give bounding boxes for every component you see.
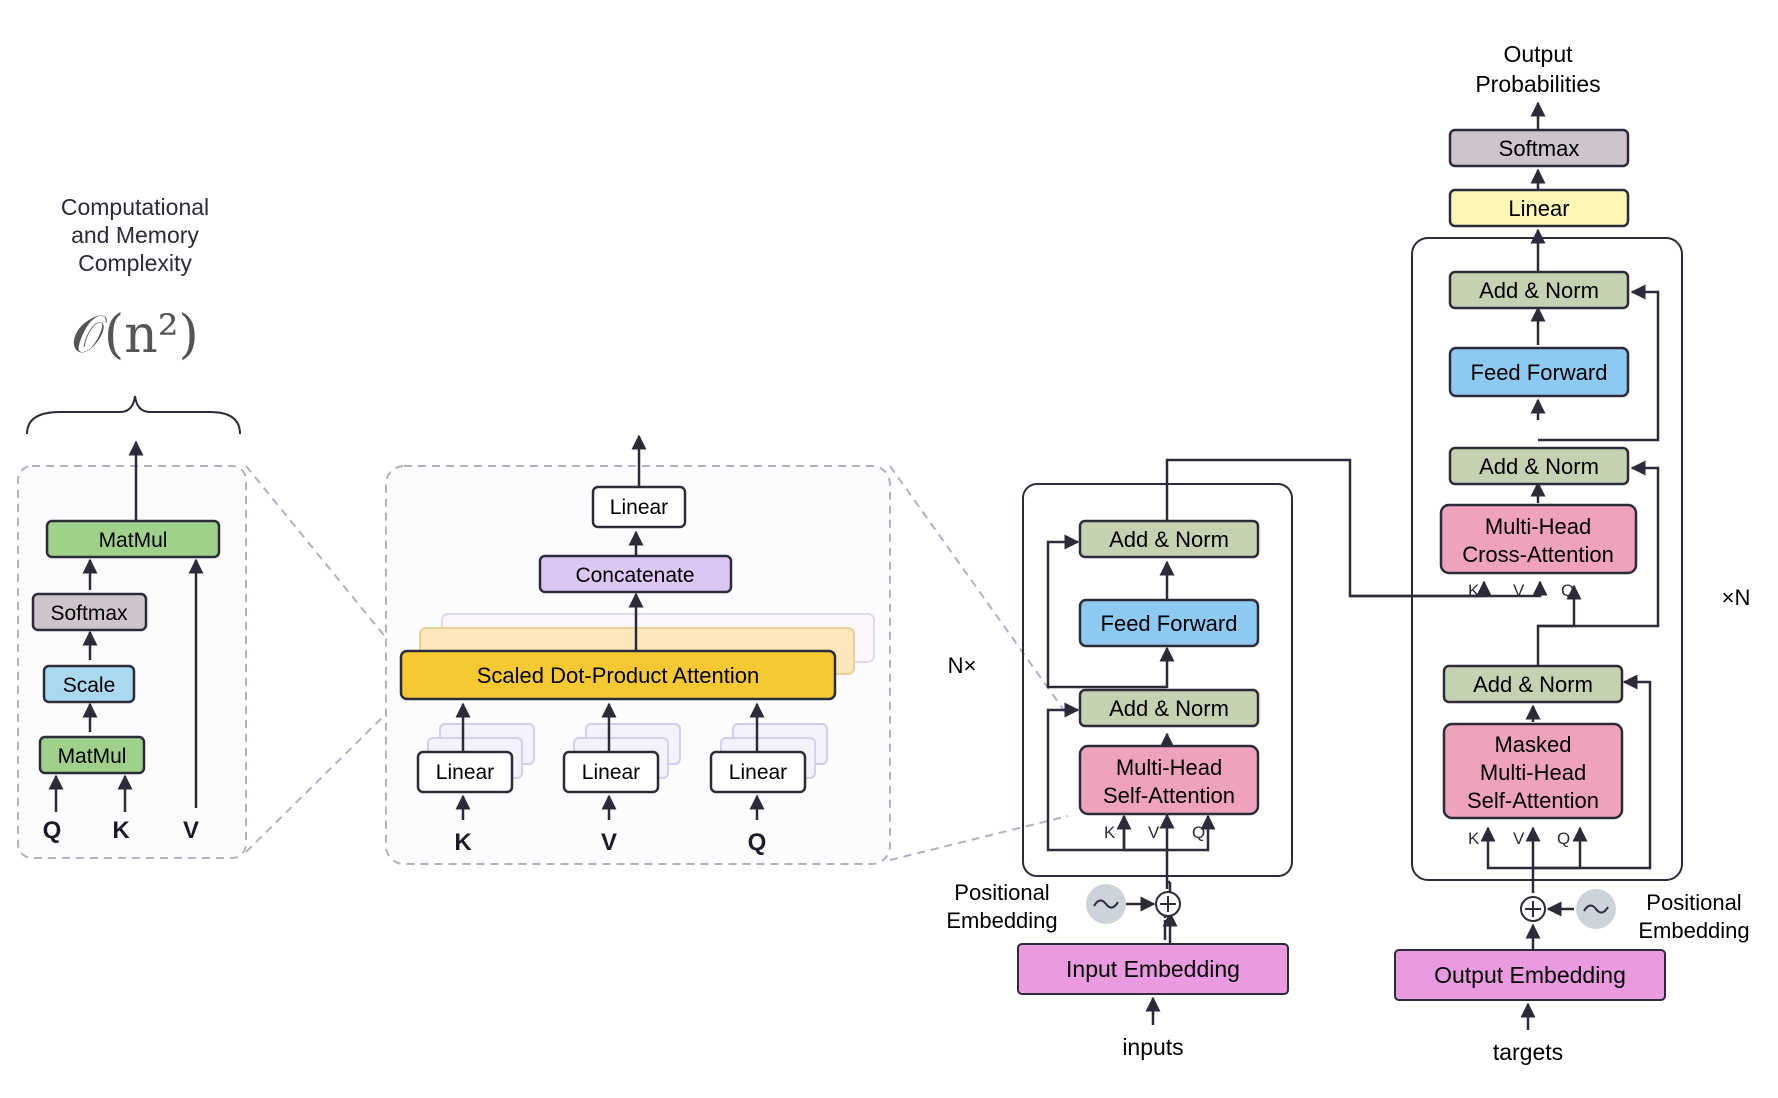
decoder-masked-q-label: Q [1557,829,1570,848]
decoder-cross-attention: Multi-Head Cross-Attention [1439,503,1638,575]
svg-text:Computational: Computational [61,194,209,220]
svg-text:Output: Output [1503,41,1573,67]
svg-text:Scaled Dot-Product Attention: Scaled Dot-Product Attention [477,663,760,688]
decoder-frame [1411,237,1683,881]
sdpa-input-v: V [183,817,199,844]
sdpa-softmax: Softmax [31,592,148,632]
decoder-repeat-label: ×N [1722,585,1751,610]
svg-text:and Memory: and Memory [71,222,199,248]
sdpa-matmul-bottom: MatMul [38,735,146,775]
mha-input-v: V [601,829,617,856]
encoder-input-label: inputs [1122,1034,1183,1060]
decoder-linear: Linear [1448,188,1630,228]
complexity-formula: 𝒪(n²) [71,305,199,365]
sdpa-scale: Scale [42,664,136,704]
decoder-add-norm-top: Add & Norm [1448,270,1630,310]
svg-text:Add & Norm: Add & Norm [1479,278,1599,303]
sdpa-input-q: Q [43,817,62,844]
encoder-positional-label: Positional Embedding [946,880,1057,933]
decoder-cross-v-label: V [1513,581,1525,600]
svg-text:Feed Forward: Feed Forward [1471,360,1608,385]
encoder-frame [1022,483,1293,877]
svg-text:Multi-Head: Multi-Head [1116,755,1222,780]
encoder-feed-forward: Feed Forward [1078,598,1260,648]
svg-text:Softmax: Softmax [1499,136,1580,161]
mha-linear-v: Linear [562,750,660,794]
decoder-masked-attention: Masked Multi-Head Self-Attention [1442,722,1624,820]
decoder-add-norm-bottom: Add & Norm [1442,664,1624,704]
encoder-k-label: K [1104,823,1116,842]
svg-text:Softmax: Softmax [50,602,128,625]
svg-text:Add & Norm: Add & Norm [1109,696,1229,721]
mha-input-q: Q [748,829,767,856]
mha-input-k: K [454,829,472,856]
encoder-positional-symbol [1086,884,1156,924]
svg-text:Input Embedding: Input Embedding [1066,956,1240,982]
encoder-self-attention: Multi-Head Self-Attention [1078,744,1260,816]
decoder-output-label: Output Probabilities [1475,41,1600,97]
encoder-add-circle [1155,891,1181,917]
svg-text:Probabilities: Probabilities [1475,71,1600,97]
decoder-masked-k-label: K [1468,829,1480,848]
svg-text:Positional: Positional [954,880,1049,905]
svg-text:MatMul: MatMul [99,529,168,552]
zoom-connector-left [245,465,401,853]
decoder-positional-label: Positional Embedding [1638,890,1749,943]
svg-text:Output Embedding: Output Embedding [1434,962,1626,988]
svg-text:Self-Attention: Self-Attention [1467,788,1599,813]
mha-linear-q: Linear [709,750,807,794]
svg-text:Add & Norm: Add & Norm [1473,672,1593,697]
svg-text:Concatenate: Concatenate [575,564,694,587]
encoder-repeat-label: N× [948,653,977,678]
svg-text:Linear: Linear [610,496,668,519]
svg-text:Scale: Scale [63,674,116,697]
svg-text:Add & Norm: Add & Norm [1109,527,1229,552]
svg-text:MatMul: MatMul [58,745,127,768]
svg-text:Embedding: Embedding [1638,918,1749,943]
zoom-connector-middle [889,465,1069,861]
mha-concatenate: Concatenate [538,554,733,594]
mha-linear-out: Linear [591,485,687,529]
encoder-input-embedding: Input Embedding [1017,943,1289,995]
mha-linear-k: Linear [416,750,514,794]
svg-text:Feed Forward: Feed Forward [1101,611,1238,636]
svg-text:Add & Norm: Add & Norm [1479,454,1599,479]
svg-text:Cross-Attention: Cross-Attention [1462,542,1614,567]
complexity-caption: Computational and Memory Complexity [61,194,209,276]
svg-text:Complexity: Complexity [78,250,192,276]
decoder-cross-q-label: Q [1561,581,1574,600]
svg-text:Linear: Linear [1508,196,1569,221]
encoder-add-norm-top: Add & Norm [1078,519,1260,559]
sdpa-matmul-top: MatMul [45,519,221,559]
encoder-add-norm-bottom: Add & Norm [1078,688,1260,728]
svg-text:Linear: Linear [436,761,494,784]
svg-text:Masked: Masked [1494,732,1571,757]
encoder-v-label: V [1148,823,1160,842]
svg-text:Multi-Head: Multi-Head [1485,514,1591,539]
decoder-feed-forward: Feed Forward [1448,346,1630,398]
decoder-cross-k-label: K [1468,581,1480,600]
svg-text:Embedding: Embedding [946,908,1057,933]
sdpa-input-k: K [112,817,130,844]
mha-attention-block: Scaled Dot-Product Attention [399,649,837,701]
complexity-brace [26,395,241,435]
decoder-target-label: targets [1493,1039,1563,1065]
decoder-add-norm-middle: Add & Norm [1448,446,1630,486]
svg-text:Linear: Linear [729,761,787,784]
svg-text:Positional: Positional [1646,890,1741,915]
svg-text:Linear: Linear [582,761,640,784]
decoder-masked-v-label: V [1513,829,1525,848]
encoder-q-label: Q [1192,823,1205,842]
decoder-add-circle [1520,896,1546,922]
svg-text:Self-Attention: Self-Attention [1103,783,1235,808]
svg-text:Multi-Head: Multi-Head [1480,760,1586,785]
decoder-softmax: Softmax [1448,128,1630,168]
decoder-output-embedding: Output Embedding [1394,949,1666,1001]
decoder-positional-symbol [1546,889,1616,929]
